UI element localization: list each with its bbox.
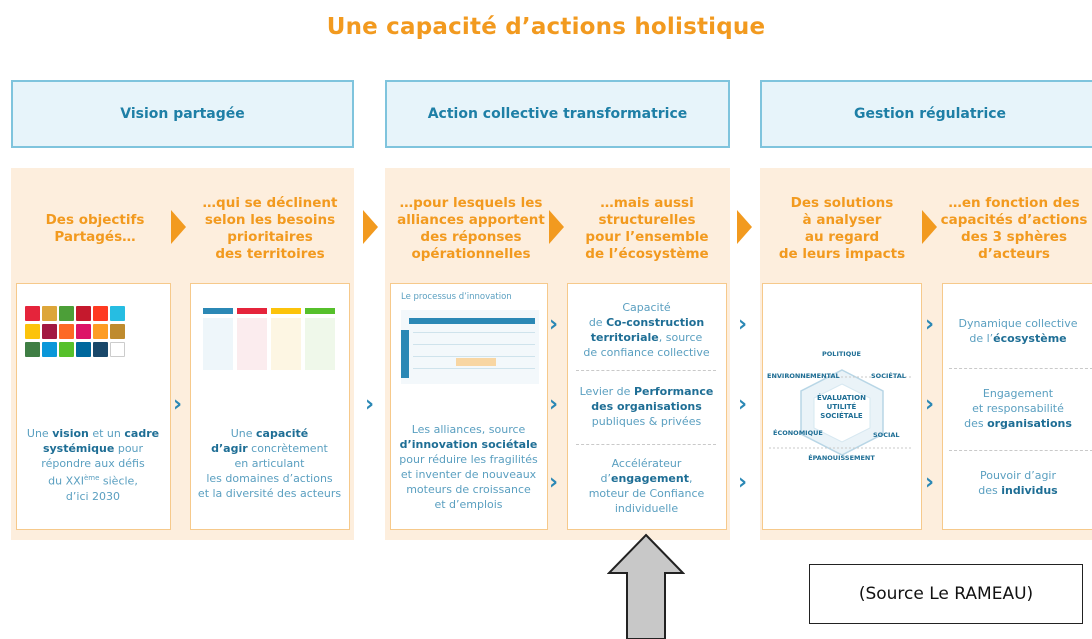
sdg-icon-grid (25, 306, 165, 357)
divider (949, 450, 1092, 451)
card-besoins-text: Une capacité d’agir concrètement en arti… (197, 427, 342, 500)
triangle-arrow-icon (549, 210, 564, 244)
chevron-right-icon: › (549, 392, 559, 417)
triangle-arrow-icon (363, 210, 378, 244)
divider (949, 368, 1092, 369)
card-ecosysteme: Capacité de Co-construction territoriale… (567, 283, 727, 530)
card-spheres-section-3: Pouvoir d’agir des individus (978, 469, 1058, 497)
chevron-right-icon: › (738, 470, 748, 495)
card-ecosysteme-section-2: Levier de Performance des organisations … (579, 385, 714, 428)
chevron-right-icon: › (173, 392, 183, 417)
chevron-right-icon: › (925, 312, 935, 337)
card-besoins: Une capacité d’agir concrètement en arti… (190, 283, 350, 530)
card-ecosysteme-section-1: Capacité de Co-construction territoriale… (583, 301, 710, 359)
column-header-action: Action collective transformatrice (385, 80, 730, 148)
card-alliances: Le processus d’innovation Les alliances,… (390, 283, 548, 530)
card-evaluation: POLITIQUE ENVIRONNEMENTAL SOCIÉTAL ÉVALU… (762, 283, 922, 530)
card-spheres-section-2: Engagement et responsabilité des organis… (964, 387, 1072, 430)
column-header-vision: Vision partagée (11, 80, 354, 148)
evaluation-diagram (769, 369, 913, 456)
source-note: (Source Le RAMEAU) (809, 564, 1083, 624)
page-title: Une capacité d’actions holistique (326, 14, 766, 40)
divider (576, 370, 716, 371)
label-environnemental: ENVIRONNEMENTAL (767, 372, 840, 380)
card-spheres-section-1: Dynamique collective de l’écosystème (958, 317, 1078, 345)
label-societal: SOCIÉTAL (871, 372, 906, 380)
innovation-process-diagram (401, 310, 539, 384)
innovation-process-title: Le processus d’innovation (401, 292, 512, 302)
label-economique: ÉCONOMIQUE (773, 429, 823, 437)
chevron-right-icon: › (365, 392, 375, 417)
label-politique: POLITIQUE (822, 350, 861, 358)
chevron-right-icon: › (738, 312, 748, 337)
chevron-right-icon: › (549, 312, 559, 337)
up-arrow-icon (607, 533, 685, 639)
card-spheres: Dynamique collective de l’écosystème Eng… (942, 283, 1092, 530)
card-objectifs: Une vision et un cadre systémique pour r… (16, 283, 171, 530)
label-epanouissement: ÉPANOUISSEMENT (808, 454, 875, 462)
chevron-right-icon: › (925, 470, 935, 495)
triangle-arrow-icon (922, 210, 937, 244)
card-objectifs-text: Une vision et un cadre systémique pour r… (26, 427, 160, 503)
card-alliances-text: Les alliances, source d’innovation socié… (399, 423, 538, 511)
chevron-right-icon: › (738, 392, 748, 417)
chevron-right-icon: › (549, 470, 559, 495)
triangle-arrow-icon (171, 210, 186, 244)
chevron-right-icon: › (925, 392, 935, 417)
card-ecosysteme-section-3: Accélérateur d’engagement, moteur de Con… (588, 457, 705, 515)
label-social: SOCIAL (873, 431, 900, 439)
priority-icons (203, 308, 339, 376)
triangle-arrow-icon (737, 210, 752, 244)
column-header-gestion: Gestion régulatrice (760, 80, 1092, 148)
divider (576, 444, 716, 445)
